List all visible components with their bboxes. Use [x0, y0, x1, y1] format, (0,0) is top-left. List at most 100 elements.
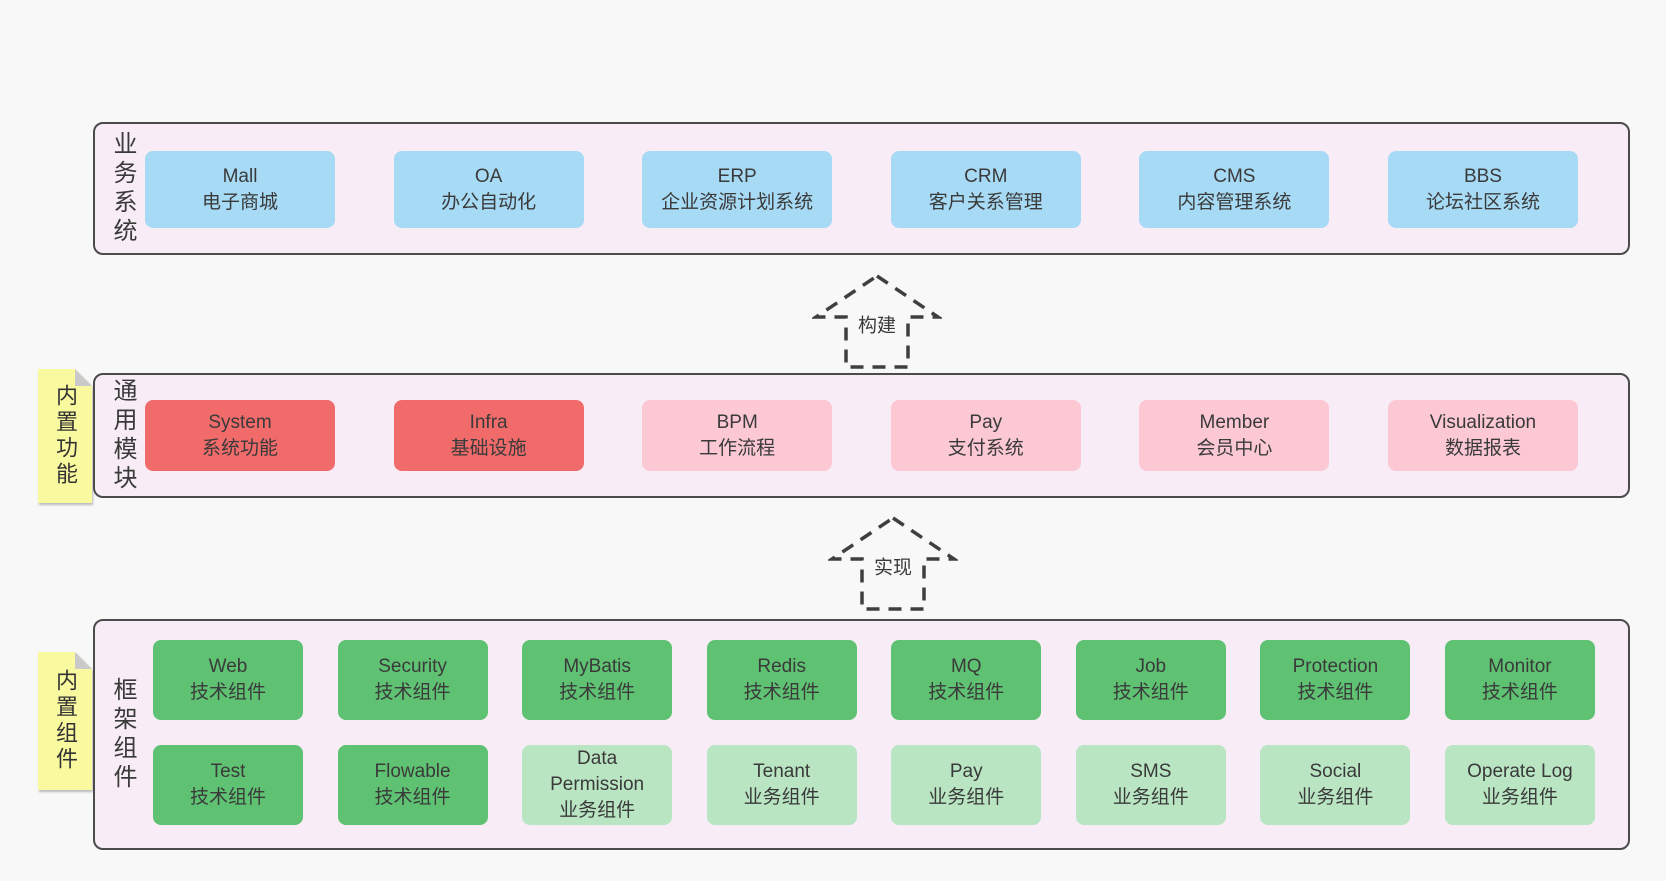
arrow-implement: 实现 — [828, 514, 958, 613]
box-bbs: BBS 论坛社区系统 — [1387, 151, 1578, 228]
box-flowable: Flowable 技术组件 — [337, 745, 488, 825]
box-infra: Infra 基础设施 — [393, 400, 584, 471]
business-systems-label: 业务系统 — [109, 130, 136, 247]
box-title: BBS — [1463, 165, 1502, 187]
box-title: Security — [378, 656, 447, 677]
box-subtitle: 论坛社区系统 — [1425, 191, 1540, 213]
box-erp: ERP 企业资源计划系统 — [642, 151, 833, 228]
box-security: Security 技术组件 — [337, 640, 488, 720]
box-subtitle: 业务组件 — [559, 800, 636, 821]
box-subtitle: 系统功能 — [201, 437, 278, 459]
framework-components-label: 框架组件 — [109, 676, 136, 793]
box-operate-log: Operate Log 业务组件 — [1444, 745, 1595, 825]
box-title: CRM — [964, 165, 1008, 187]
up-arrow-outline — [828, 515, 958, 611]
arrow-build: 构建 — [812, 272, 942, 371]
box-mall: Mall 电子商城 — [145, 151, 335, 228]
box-title: SMS — [1130, 761, 1172, 782]
box-title: Monitor — [1488, 656, 1552, 677]
box-title: ERP — [717, 165, 757, 187]
box-title: Member — [1199, 411, 1270, 433]
box-member: Member 会员中心 — [1139, 400, 1330, 471]
box-test: Test 技术组件 — [153, 745, 303, 825]
box-pay-biz: Pay 业务组件 — [891, 745, 1042, 825]
box-mq: MQ 技术组件 — [891, 640, 1042, 720]
box-redis: Redis 技术组件 — [706, 640, 857, 720]
common-modules-panel: 通用模块 System 系统功能 Infra 基础设施 BPM 工作流程 Pay… — [93, 373, 1630, 498]
box-subtitle: 技术组件 — [928, 682, 1005, 703]
box-subtitle: 办公自动化 — [441, 191, 537, 213]
box-title: Test — [210, 761, 246, 782]
box-sms: SMS 业务组件 — [1075, 745, 1226, 825]
box-title: Operate Log — [1467, 761, 1573, 782]
box-data-permission: Data Permission 业务组件 — [522, 745, 673, 825]
box-title: System — [208, 411, 272, 433]
box-subtitle: 业务组件 — [1481, 787, 1558, 808]
box-job: Job 技术组件 — [1075, 640, 1226, 720]
box-protection: Protection 技术组件 — [1260, 640, 1411, 720]
sticky-note-label: 内置功能 — [53, 384, 78, 488]
sticky-note-builtin-components: 内置组件 — [38, 652, 92, 790]
box-subtitle: 业务组件 — [1112, 787, 1189, 808]
box-title: MQ — [950, 656, 982, 677]
box-subtitle: 电子商城 — [201, 191, 278, 213]
box-subtitle: 企业资源计划系统 — [661, 191, 814, 213]
arrow-build-label: 构建 — [853, 309, 901, 339]
box-subtitle: 技术组件 — [189, 682, 266, 703]
box-subtitle: 技术组件 — [1481, 682, 1558, 703]
box-title: Data Permission — [550, 748, 645, 795]
arrow-implement-label: 实现 — [869, 551, 917, 581]
box-subtitle: 技术组件 — [374, 787, 451, 808]
box-system: System 系统功能 — [145, 400, 335, 471]
box-title: Social — [1309, 761, 1362, 782]
framework-components-panel: 框架组件 Web 技术组件 Security 技术组件 MyBatis 技术组件… — [93, 619, 1630, 850]
box-subtitle: 技术组件 — [374, 682, 451, 703]
box-subtitle: 技术组件 — [1112, 682, 1189, 703]
framework-row-2: Test 技术组件 Flowable 技术组件 Data Permission … — [153, 745, 1595, 825]
box-pay: Pay 支付系统 — [890, 400, 1081, 471]
box-subtitle: 技术组件 — [743, 682, 820, 703]
box-title: Pay — [969, 411, 1003, 433]
box-subtitle: 业务组件 — [1297, 787, 1374, 808]
box-social: Social 业务组件 — [1260, 745, 1411, 825]
box-subtitle: 数据报表 — [1444, 437, 1521, 459]
box-title: Web — [208, 656, 248, 677]
box-subtitle: 内容管理系统 — [1177, 191, 1292, 213]
box-subtitle: 技术组件 — [559, 682, 636, 703]
box-subtitle: 技术组件 — [189, 787, 266, 808]
framework-row-1: Web 技术组件 Security 技术组件 MyBatis 技术组件 Redi… — [153, 640, 1595, 720]
box-title: MyBatis — [563, 656, 631, 677]
box-title: Mall — [222, 165, 258, 187]
box-subtitle: 业务组件 — [743, 787, 820, 808]
up-arrow-outline — [812, 273, 942, 369]
box-title: Protection — [1292, 656, 1379, 677]
box-title: BPM — [716, 411, 758, 433]
box-title: Tenant — [753, 761, 811, 782]
box-title: Job — [1135, 656, 1167, 677]
business-systems-panel: 业务系统 Mall 电子商城 OA 办公自动化 ERP 企业资源计划系统 CRM… — [93, 122, 1630, 255]
box-title: Redis — [757, 656, 806, 677]
box-subtitle: 工作流程 — [699, 437, 776, 459]
business-systems-row: Mall 电子商城 OA 办公自动化 ERP 企业资源计划系统 CRM 客户关系… — [145, 151, 1578, 228]
box-cms: CMS 内容管理系统 — [1139, 151, 1330, 228]
box-title: Visualization — [1429, 411, 1537, 433]
box-subtitle: 基础设施 — [450, 437, 527, 459]
box-subtitle: 业务组件 — [928, 787, 1005, 808]
box-web: Web 技术组件 — [153, 640, 303, 720]
box-mybatis: MyBatis 技术组件 — [522, 640, 673, 720]
box-title: Flowable — [374, 761, 451, 782]
box-subtitle: 支付系统 — [947, 437, 1024, 459]
box-visualization: Visualization 数据报表 — [1387, 400, 1578, 471]
box-bpm: BPM 工作流程 — [642, 400, 833, 471]
box-monitor: Monitor 技术组件 — [1444, 640, 1595, 720]
sticky-note-builtin-features: 内置功能 — [38, 369, 92, 503]
box-subtitle: 客户关系管理 — [928, 191, 1043, 213]
box-subtitle: 技术组件 — [1297, 682, 1374, 703]
box-title: Infra — [469, 411, 508, 433]
common-modules-row: System 系统功能 Infra 基础设施 BPM 工作流程 Pay 支付系统… — [145, 400, 1578, 471]
sticky-note-label: 内置组件 — [53, 669, 78, 773]
box-title: OA — [474, 165, 503, 187]
box-crm: CRM 客户关系管理 — [890, 151, 1081, 228]
box-title: Pay — [949, 761, 983, 782]
